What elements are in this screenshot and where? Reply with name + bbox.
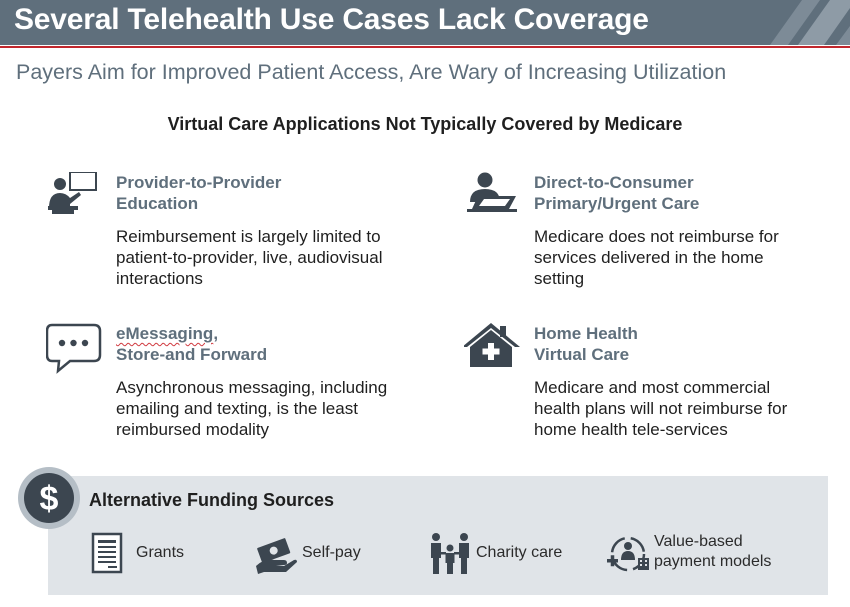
value-based-icon bbox=[607, 536, 649, 572]
slide-subtitle: Payers Aim for Improved Patient Access, … bbox=[16, 60, 727, 84]
funding-heading: Alternative Funding Sources bbox=[89, 490, 335, 510]
slide-title: Several Telehealth Use Cases Lack Covera… bbox=[14, 3, 649, 36]
heading-line: Home Health bbox=[534, 324, 638, 343]
funding-label-line: Value-based bbox=[654, 533, 743, 550]
heading-line: Primary/Urgent Care bbox=[534, 194, 700, 213]
svg-text:$: $ bbox=[40, 480, 59, 518]
use-case-heading: eMessaging, Store-and Forward bbox=[116, 323, 267, 365]
heading-line: Direct-to-Consumer bbox=[534, 173, 694, 192]
use-case-description: Asynchronous messaging, including emaili… bbox=[116, 378, 388, 439]
funding-label: Value-based payment models bbox=[654, 532, 771, 572]
heading-line: Education bbox=[116, 194, 199, 213]
dollar-icon: $ bbox=[18, 467, 80, 529]
title-bar: Several Telehealth Use Cases Lack Covera… bbox=[0, 0, 850, 45]
use-case-heading: Home Health Virtual Care bbox=[534, 323, 638, 365]
presenter-icon bbox=[48, 172, 97, 214]
funding-panel: Alternative Funding Sources Grants Self-… bbox=[48, 476, 828, 595]
misspelling-underline: eMessaging bbox=[116, 324, 214, 343]
use-case-heading: Direct-to-Consumer Primary/Urgent Care bbox=[534, 172, 699, 214]
funding-label-line: payment models bbox=[654, 553, 772, 570]
use-case-description: Medicare does not reimburse for services… bbox=[534, 227, 779, 288]
use-case-description: Medicare and most commercial health plan… bbox=[534, 378, 788, 439]
family-icon bbox=[431, 533, 469, 574]
person-laptop-icon bbox=[467, 172, 517, 212]
house-medical-icon bbox=[464, 323, 520, 367]
heading-line: Virtual Care bbox=[534, 345, 630, 364]
heading-punctuation: , bbox=[213, 324, 219, 343]
chevron-decoration-icon bbox=[770, 0, 850, 45]
heading-line: Store-and Forward bbox=[116, 345, 268, 364]
accent-rule bbox=[0, 46, 850, 48]
funding-label: Grants bbox=[136, 544, 185, 561]
document-icon bbox=[91, 532, 123, 574]
chat-bubble-icon bbox=[46, 323, 102, 374]
section-heading: Virtual Care Applications Not Typically … bbox=[167, 114, 683, 134]
use-case-heading: Provider-to-Provider Education bbox=[116, 172, 281, 214]
hand-cash-icon bbox=[256, 538, 297, 574]
heading-line: Provider-to-Provider bbox=[116, 173, 282, 192]
use-case-description: Reimbursement is largely limited to pati… bbox=[116, 227, 383, 288]
funding-label: Charity care bbox=[476, 544, 563, 561]
funding-label: Self-pay bbox=[302, 544, 361, 561]
heading-line: eMessaging, bbox=[116, 323, 267, 344]
